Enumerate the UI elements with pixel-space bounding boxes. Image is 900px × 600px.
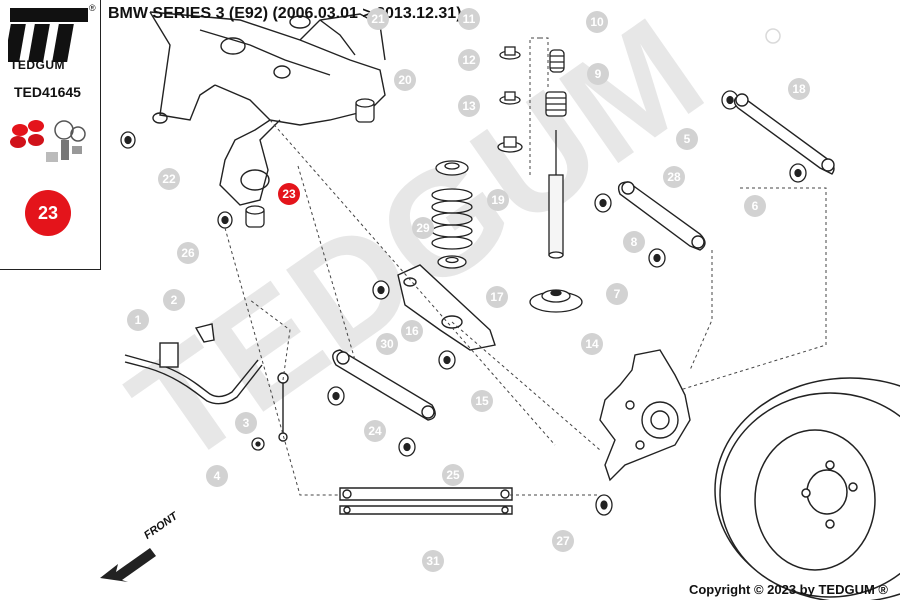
shock-absorber <box>548 130 564 259</box>
arm-31 <box>339 487 513 515</box>
tedgum-logo-icon <box>8 8 88 62</box>
bushing-27 <box>595 494 613 516</box>
top-mount-11 <box>499 46 521 60</box>
registered-mark-watermark <box>765 28 781 44</box>
bushing-26 <box>217 211 233 229</box>
control-arms <box>332 93 835 515</box>
callout-14: 14 <box>581 333 603 355</box>
brand-name: TEDGUM <box>10 58 65 72</box>
callout-29: 29 <box>412 217 434 239</box>
bushing-23 <box>245 205 265 228</box>
part-code: TED41645 <box>14 84 81 100</box>
bushing-15 <box>438 350 456 370</box>
callout-15: 15 <box>471 390 493 412</box>
bushing-7 <box>648 248 666 268</box>
callout-13: 13 <box>458 95 480 117</box>
arm-30 <box>332 349 436 421</box>
callout-10: 10 <box>586 11 608 33</box>
top-mount-13 <box>499 91 521 105</box>
callout-17: 17 <box>486 286 508 308</box>
bushing-6 <box>789 163 807 183</box>
leader-lines <box>224 37 827 496</box>
bushings <box>120 90 807 516</box>
arm-upper-16 <box>397 264 496 351</box>
callout-5: 5 <box>676 128 698 150</box>
bushing-24 <box>327 386 345 406</box>
shock-parts <box>431 46 583 313</box>
callout-19: 19 <box>487 189 509 211</box>
shock-mount-14 <box>529 289 583 313</box>
arm-28 <box>617 181 706 251</box>
spring-seat-19 <box>435 160 469 176</box>
copyright-notice: Copyright © 2023 by TEDGUM ® <box>688 582 888 597</box>
callout-7: 7 <box>606 283 628 305</box>
callout-4: 4 <box>206 465 228 487</box>
callout-1: 1 <box>127 309 149 331</box>
callout-24: 24 <box>364 420 386 442</box>
product-panel: ® TEDGUM TED41645 23 <box>0 0 101 270</box>
callout-25: 25 <box>442 464 464 486</box>
bump-stop-10 <box>549 49 565 73</box>
callout-8: 8 <box>623 231 645 253</box>
bushing-5 <box>721 90 739 110</box>
subframe <box>149 11 386 206</box>
wheel <box>714 377 900 600</box>
top-mount-12 <box>497 136 523 153</box>
anti-roll-bar <box>124 323 289 442</box>
callout-2: 2 <box>163 289 185 311</box>
callout-27: 27 <box>552 530 574 552</box>
bushing-4 <box>251 437 265 451</box>
spring-seat-17 <box>437 255 467 269</box>
callout-31: 31 <box>422 550 444 572</box>
bushing-22 <box>120 131 136 149</box>
callout-16: 16 <box>401 320 423 342</box>
wheel-knuckle <box>599 349 691 482</box>
callout-28: 28 <box>663 166 685 188</box>
page-title: BMW SERIES 3 (E92) (2006.03.01 > 2013.12… <box>108 5 462 22</box>
coil-spring-29 <box>431 188 473 250</box>
callout-20: 20 <box>394 69 416 91</box>
part-number-badge: 23 <box>25 190 71 236</box>
callout-9: 9 <box>587 63 609 85</box>
callout-22: 22 <box>158 168 180 190</box>
bushing-8 <box>594 193 612 213</box>
product-kit-photo <box>10 120 86 162</box>
callout-3: 3 <box>235 412 257 434</box>
callout-18: 18 <box>788 78 810 100</box>
callout-21: 21 <box>367 8 389 30</box>
callout-12: 12 <box>458 49 480 71</box>
callout-26: 26 <box>177 242 199 264</box>
bushing-25 <box>398 437 416 457</box>
callout-23: 23 <box>278 183 300 205</box>
bushing-20 <box>355 98 375 123</box>
callout-11: 11 <box>458 8 480 30</box>
callout-6: 6 <box>744 195 766 217</box>
registered-mark: ® <box>89 3 96 13</box>
bushing-16 <box>372 280 390 300</box>
front-arrow-icon <box>100 548 156 582</box>
bump-stop-9 <box>545 91 567 117</box>
callout-30: 30 <box>376 333 398 355</box>
arm-18 <box>733 93 835 175</box>
